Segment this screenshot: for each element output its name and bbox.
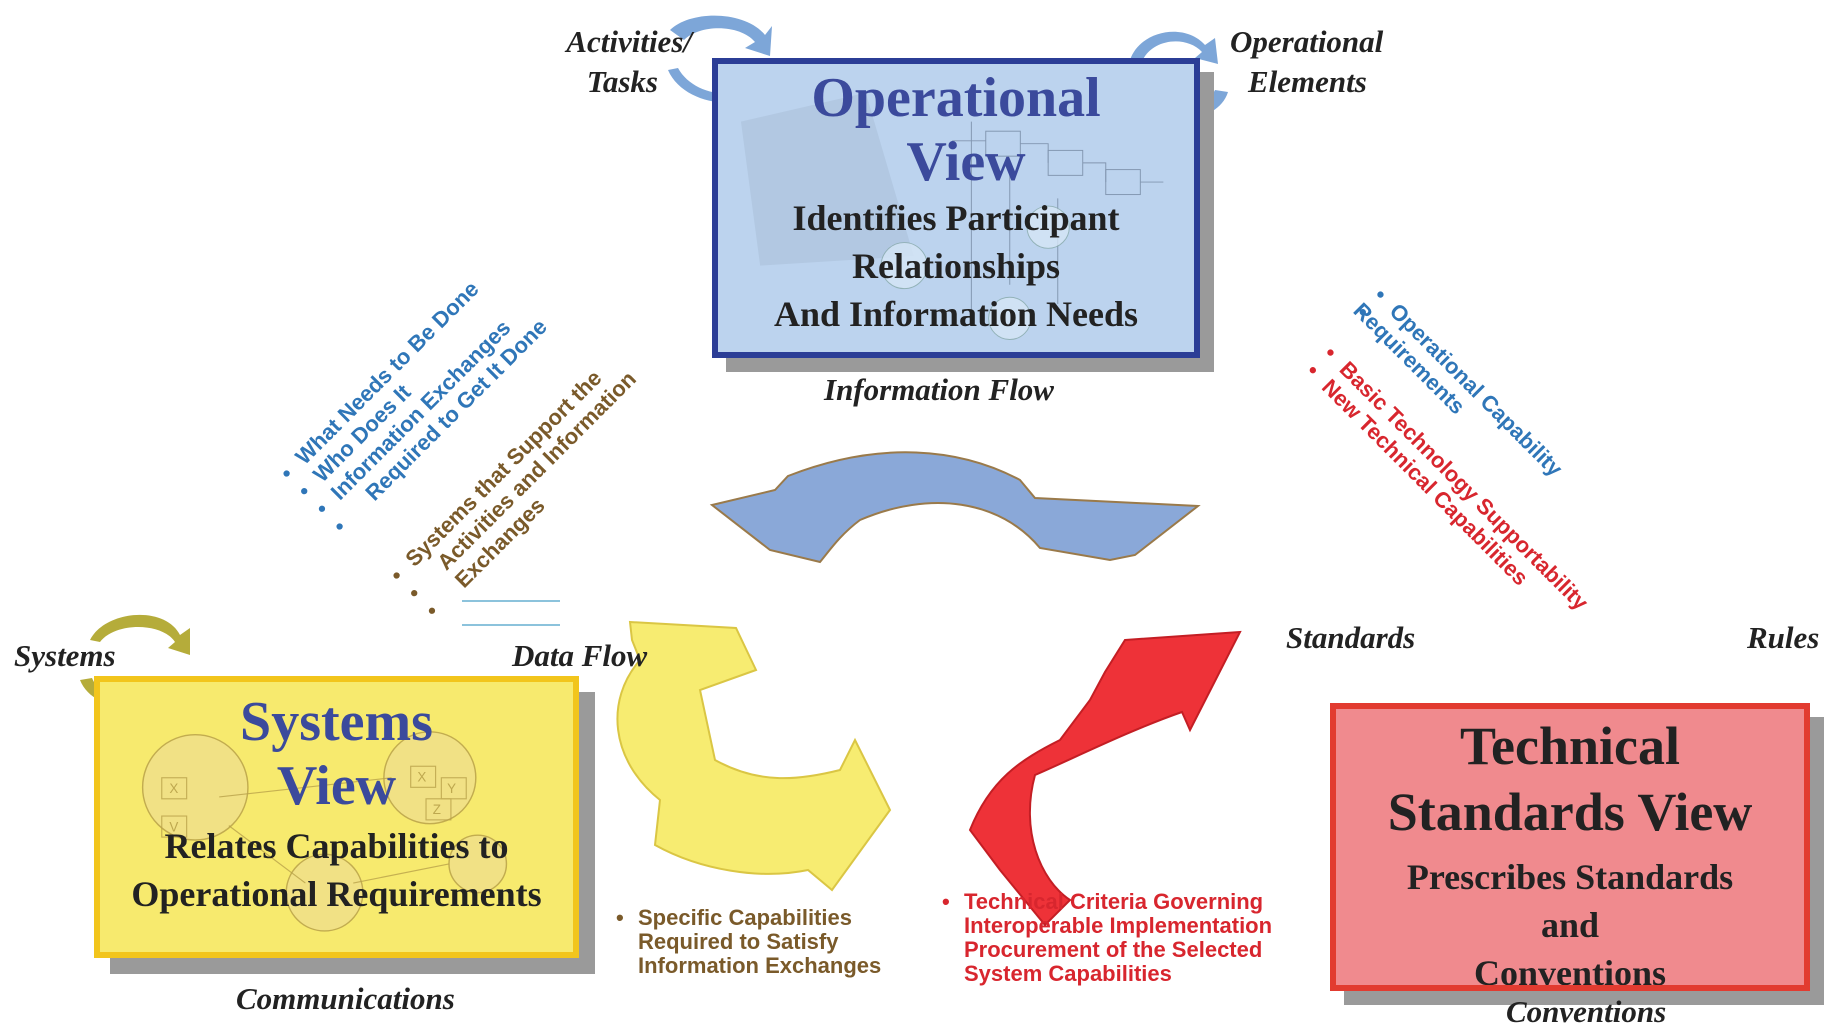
data-flow-label: Data Flow — [512, 638, 648, 673]
data-flow-arrow — [616, 620, 892, 892]
operational-elements-label-line2: Elements — [1248, 64, 1367, 99]
communications-label: Communications — [236, 981, 455, 1016]
systems-view-title-line2: View — [276, 755, 397, 817]
systems-label: Systems — [14, 638, 116, 673]
activities-label: Activities/ Tasks — [542, 22, 692, 102]
tv-bottom-item-cont: Interoperable Implementation — [964, 913, 1273, 938]
sv-bottom-item-cont: Information Exchanges — [638, 953, 882, 978]
svg-text:V: V — [169, 819, 178, 834]
technical-standards-view-box: Technical Standards View Prescribes Stan… — [1330, 703, 1810, 991]
activities-cycle-arrow — [670, 15, 772, 57]
systems-view-subtitle-line2: Operational Requirements — [131, 874, 542, 914]
information-flow-label: Information Flow — [824, 372, 1054, 407]
svg-text:Z: Z — [433, 802, 441, 817]
systems-network-icon: X V X YZ — [141, 731, 508, 932]
svg-text:Y: Y — [447, 781, 456, 796]
technical-view-subtitle-line3: Conventions — [1473, 953, 1667, 991]
technical-view-title-line1: Technical — [1459, 716, 1681, 776]
svg-text:X: X — [417, 770, 426, 785]
technical-view-subtitle-line2: and — [1540, 905, 1600, 945]
sv-bottom-list: Specific Capabilities Required to Satisf… — [612, 906, 881, 978]
tv-bottom-item: Technical Criteria Governing — [938, 890, 1272, 915]
sv-bottom-item: Specific Capabilities — [612, 906, 881, 931]
systems-cycle-arrow — [90, 614, 190, 655]
operational-view-subtitle-line2: Relationships — [851, 246, 1061, 286]
technical-view-subtitle-line1: Prescribes Standards — [1406, 857, 1734, 897]
svg-text:X: X — [169, 781, 178, 796]
operational-view-box: Operational View Identifies Participant … — [712, 58, 1200, 358]
operational-elements-label: Operational Elements — [1230, 22, 1383, 102]
tv-bottom-item-cont: Procurement of the Selected — [964, 937, 1263, 962]
standards-label: Standards — [1286, 620, 1416, 655]
elements-cycle-arrow — [1130, 31, 1218, 64]
operational-elements-label-line1: Operational — [1230, 24, 1384, 59]
operational-view-title-line1: Operational — [811, 67, 1101, 129]
sv-bottom-item-cont: Required to Satisfy — [638, 929, 839, 954]
operational-view-subtitle-line1: Identifies Participant — [792, 198, 1120, 238]
activities-label-line1: Activities/ — [566, 24, 692, 59]
systems-view-title-line1: Systems — [240, 691, 433, 753]
network-diagram-icon — [740, 92, 1164, 340]
activities-label-line2: Tasks — [586, 64, 658, 99]
systems-view-subtitle-line1: Relates Capabilities to — [164, 826, 509, 866]
operational-view-subtitle-line3: And Information Needs — [773, 294, 1139, 334]
standards-arrow — [968, 630, 1242, 927]
information-flow-arrow — [709, 451, 1201, 564]
conventions-label: Conventions — [1506, 994, 1667, 1029]
tv-bottom-item-cont: System Capabilities — [964, 961, 1172, 986]
rules-label: Rules — [1747, 620, 1820, 655]
technical-view-title-line2: Standards View — [1387, 782, 1753, 842]
operational-view-title-line2: View — [906, 131, 1026, 193]
tv-bottom-list: Technical Criteria Governing Interoperab… — [938, 890, 1272, 986]
